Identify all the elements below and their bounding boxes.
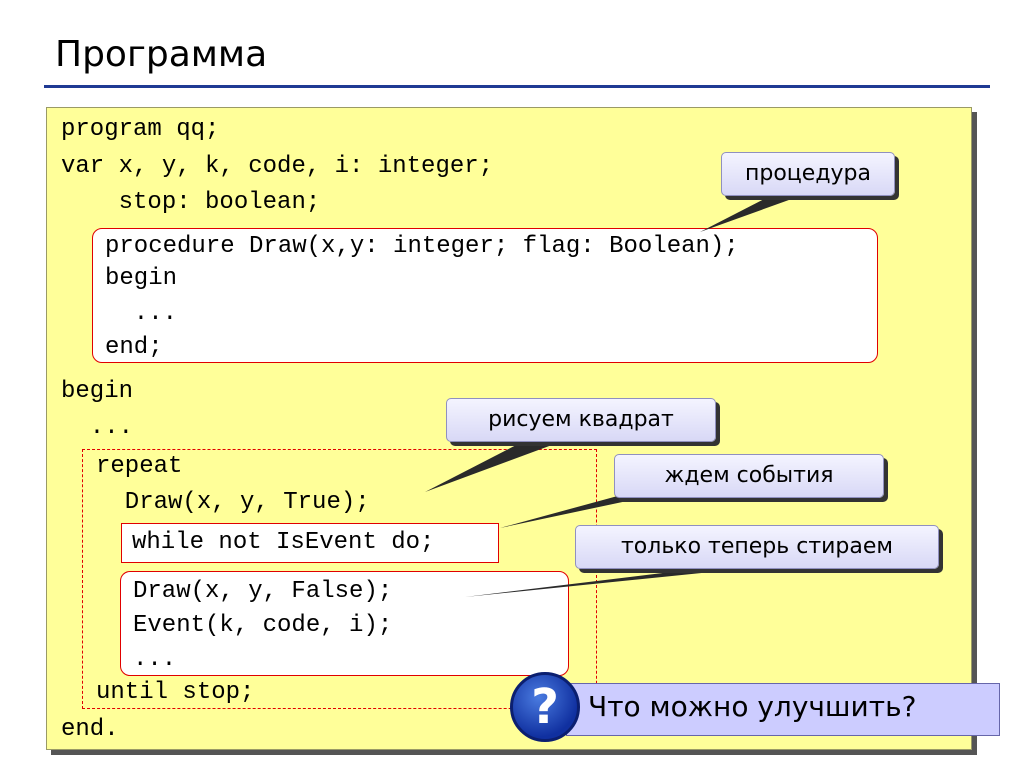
- callout-draw-square: рисуем квадрат: [446, 398, 716, 442]
- repeat-loop-region: [82, 449, 597, 709]
- procedure-box: [92, 228, 878, 363]
- code-line-stop: stop: boolean;: [61, 189, 321, 216]
- code-line-program: program qq;: [61, 116, 220, 143]
- callout-wait-events: ждем события: [614, 454, 884, 498]
- question-box: [566, 683, 1000, 736]
- code-line-var: var x, y, k, code, i: integer;: [61, 153, 494, 180]
- code-line-draw-true: Draw(x, y, True);: [96, 489, 370, 516]
- callout-procedure: процедура: [721, 152, 895, 196]
- question-text: Что можно улучшить?: [588, 690, 917, 723]
- code-line-procedure: procedure Draw(x,y: integer; flag: Boole…: [105, 233, 739, 260]
- draw-square-callout-tail: [425, 442, 560, 492]
- code-line-repeat: repeat: [96, 453, 183, 480]
- code-line-until: until stop;: [96, 679, 255, 706]
- code-line-proc-begin: begin: [105, 265, 178, 292]
- callout-erase: только теперь стираем: [575, 525, 939, 569]
- code-line-end: end.: [61, 716, 119, 743]
- code-line-draw-false: Draw(x, y, False);: [133, 578, 393, 605]
- question-mark-icon: ?: [510, 672, 580, 742]
- code-line-proc-dots: ...: [105, 300, 178, 327]
- code-line-erase-dots: ...: [133, 646, 177, 673]
- code-line-begin: begin: [61, 378, 134, 405]
- code-line-event: Event(k, code, i);: [133, 612, 393, 639]
- code-line-proc-end: end;: [105, 334, 163, 361]
- while-box: [121, 523, 499, 563]
- wait-events-callout-tail: [500, 494, 660, 528]
- code-line-while: while not IsEvent do;: [132, 529, 435, 556]
- title-underline: [44, 85, 990, 88]
- code-line-dots: ...: [61, 414, 134, 441]
- page-title: Программа: [55, 34, 268, 75]
- procedure-callout-tail: [700, 196, 800, 232]
- erase-box: [120, 571, 569, 676]
- erase-callout-tail: [465, 566, 770, 597]
